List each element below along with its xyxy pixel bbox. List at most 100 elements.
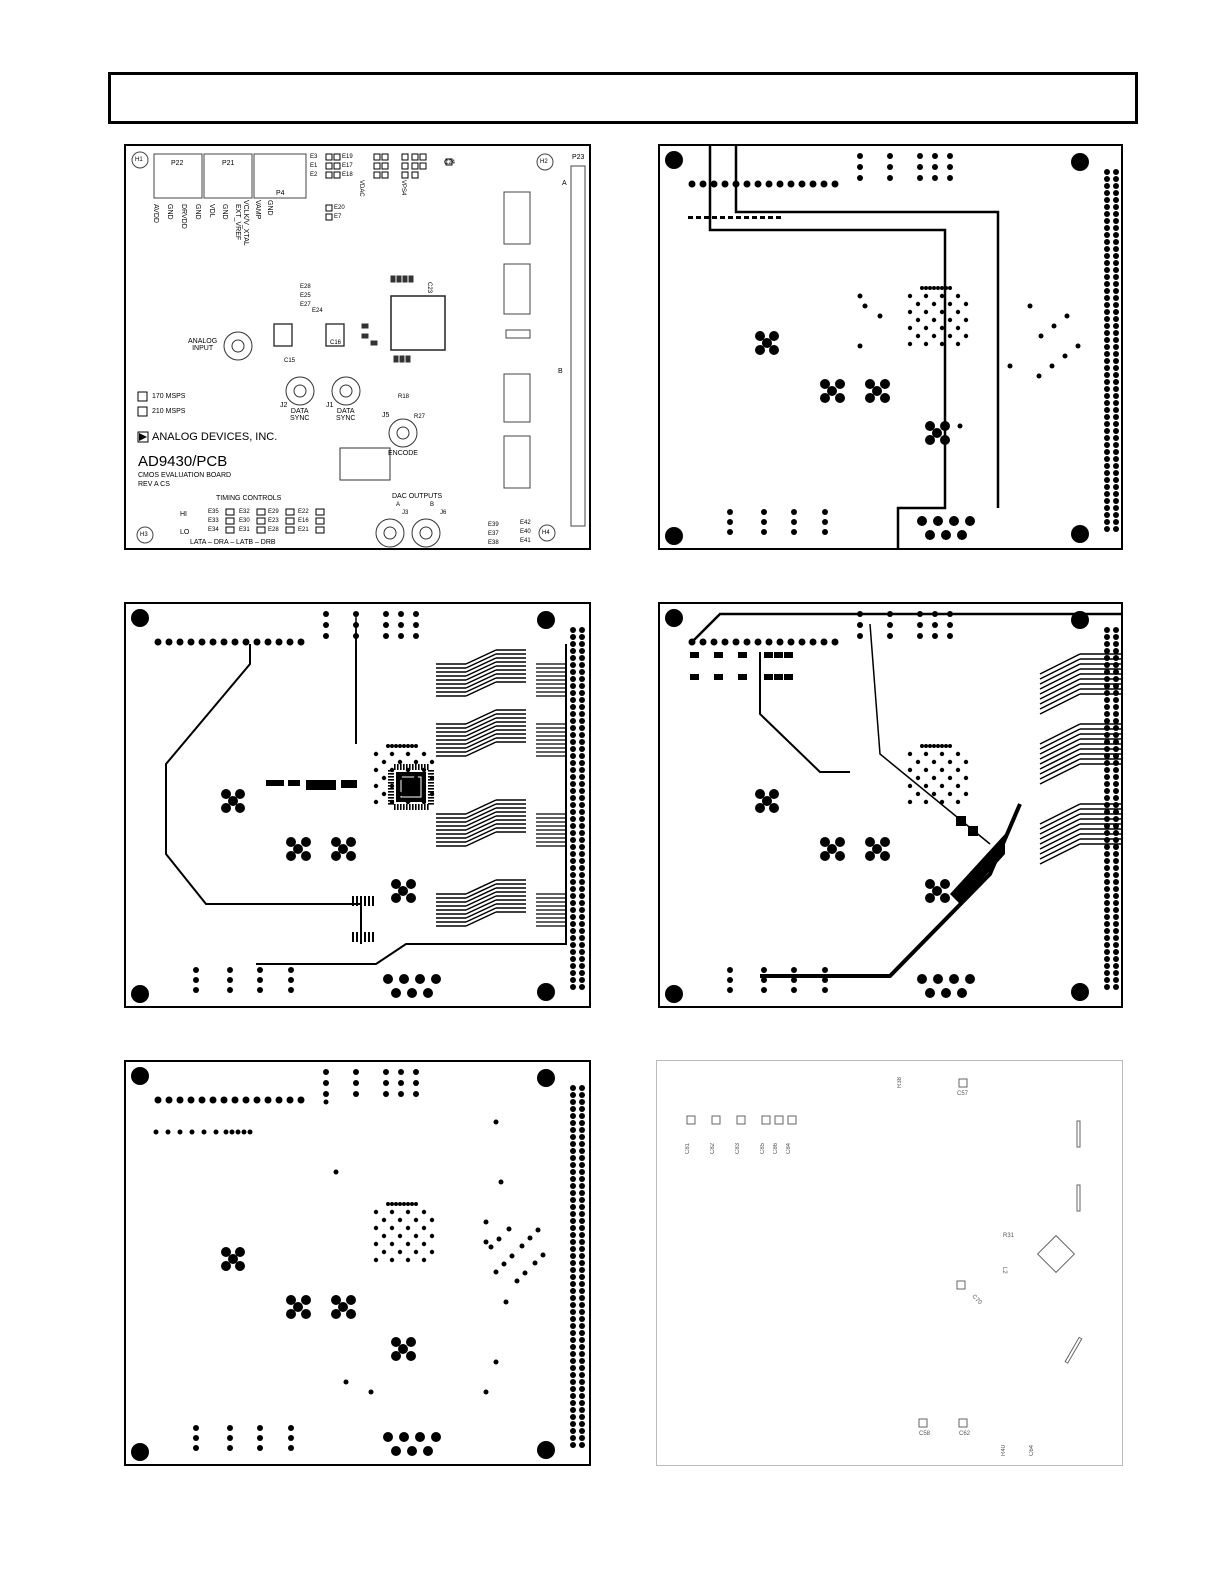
pad (760, 216, 765, 219)
via (421, 1225, 427, 1231)
pad (364, 932, 366, 942)
connector-pin (570, 760, 576, 766)
sma-pad (957, 530, 967, 540)
via (405, 799, 411, 805)
via (177, 1129, 183, 1135)
label-r18: R18 (398, 394, 410, 400)
connector-pin (1113, 774, 1119, 780)
pad (306, 780, 336, 790)
lo-label: LO (180, 529, 190, 536)
connector-pin (1113, 956, 1119, 962)
header-pin (297, 1096, 305, 1104)
via (931, 301, 937, 307)
via (389, 1225, 395, 1231)
via (947, 611, 953, 617)
connector-pin (579, 662, 585, 668)
via (928, 286, 932, 290)
connector-pin (570, 1393, 576, 1399)
via (509, 1253, 515, 1259)
via (923, 767, 929, 773)
bottom-label-c83: C83 (735, 1143, 741, 1155)
via (527, 1235, 533, 1241)
via (857, 293, 863, 299)
connector-pin (579, 879, 585, 885)
via (917, 175, 923, 181)
connector-pin (579, 963, 585, 969)
pad (372, 932, 374, 942)
jumper-label-e25: E25 (300, 293, 311, 299)
via (227, 1435, 233, 1441)
via (907, 799, 913, 805)
pad (352, 896, 354, 906)
connector-pin (579, 1134, 585, 1140)
connector-pin (1104, 169, 1110, 175)
connector-pin (570, 1162, 576, 1168)
bus-trace (1039, 688, 1081, 710)
via (201, 1129, 207, 1135)
connector-pin (579, 921, 585, 927)
header-pin (187, 1096, 195, 1104)
via (955, 767, 961, 773)
bus-trace (1039, 818, 1081, 840)
header-pin (253, 638, 261, 646)
sma-pad (835, 393, 845, 403)
connector-p22 (153, 153, 203, 199)
connector-pin (579, 1407, 585, 1413)
via (939, 751, 945, 757)
label-c15: C15 (284, 358, 296, 364)
connector-pin (1104, 662, 1110, 668)
via (421, 799, 427, 805)
via (519, 1243, 525, 1249)
connector-pin (1104, 893, 1110, 899)
power-labels-3c: VCLK/V_XTAL (242, 200, 249, 246)
via (353, 1080, 359, 1086)
sma-pad (346, 851, 356, 861)
connector-pin (1113, 872, 1119, 878)
connector-pin (579, 725, 585, 731)
via (381, 775, 387, 781)
header-pin (165, 1096, 173, 1104)
header-pin (754, 180, 762, 188)
via (540, 1252, 546, 1258)
via (939, 783, 945, 789)
via (917, 622, 923, 628)
j1-label: J1 (326, 402, 334, 409)
sma-pad (820, 379, 830, 389)
sma-pad (917, 516, 927, 526)
connector-pin (570, 697, 576, 703)
connector-pin (1113, 253, 1119, 259)
jumper-label-e1: E1 (310, 163, 318, 169)
connector-pin (1113, 760, 1119, 766)
mount-hole (665, 151, 683, 169)
via (247, 1129, 253, 1135)
transformer-t1 (273, 323, 293, 347)
header-pin (699, 180, 707, 188)
via (323, 611, 329, 617)
connector-pin (579, 1302, 585, 1308)
connector-pin (1113, 711, 1119, 717)
bus-trace (465, 657, 497, 673)
connector-pin (1104, 225, 1110, 231)
via (413, 775, 419, 781)
via (907, 341, 913, 347)
connector-pin (1113, 935, 1119, 941)
sma-pad (865, 393, 875, 403)
connector-pin (570, 809, 576, 815)
via (822, 977, 828, 983)
connector-pin (579, 928, 585, 934)
via (907, 751, 913, 757)
connector-pin (570, 1183, 576, 1189)
via (405, 1257, 411, 1263)
sma-pad (391, 893, 401, 903)
connector-pin (579, 690, 585, 696)
via (421, 783, 427, 789)
connector-pin (1104, 414, 1110, 420)
pad (736, 216, 741, 219)
connector-pin (570, 977, 576, 983)
via (381, 1249, 387, 1255)
jumper-label-e18: E18 (342, 172, 353, 178)
connector-pin (1113, 372, 1119, 378)
via (165, 1129, 171, 1135)
connector-pin (1104, 211, 1110, 217)
via (963, 333, 969, 339)
